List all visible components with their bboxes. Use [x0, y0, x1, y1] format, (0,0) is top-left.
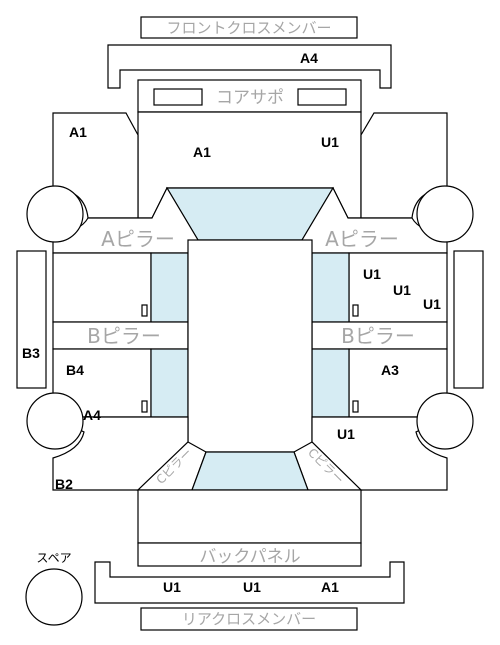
grade-left-rear-door: B4: [66, 362, 84, 378]
left-rear-door-handle: [141, 400, 148, 413]
grade-rear-cross-1: U1: [163, 579, 181, 595]
right-front-window: [311, 252, 350, 323]
front-cross-member-box: [140, 16, 358, 39]
grade-rear-pillar-right-3: U1: [423, 296, 441, 312]
grade-rear-cross-2: U1: [243, 579, 261, 595]
b-pillar-right-label: Bピラー: [341, 324, 415, 348]
left-front-window: [150, 252, 189, 323]
left-rear-window: [150, 348, 189, 418]
rear-cross-member-box: [140, 607, 358, 631]
left-front-door: [52, 252, 152, 323]
rear-window: [191, 451, 309, 491]
left-front-door-handle: [141, 304, 148, 317]
b-pillar-left: [52, 321, 189, 350]
spare-tire: [25, 568, 83, 626]
a-pillar-right-label: Aピラー: [325, 227, 399, 251]
spare-label: スペア: [36, 551, 71, 565]
grade-right-rear-door: A3: [381, 362, 399, 378]
rear-right-wheel: [416, 392, 474, 450]
grade-rear-cross-3: A1: [321, 579, 339, 595]
right-front-door: [348, 252, 448, 323]
back-panel-label: バックパネル: [199, 547, 300, 567]
left-rocker: [16, 250, 47, 389]
front-left-wheel: [26, 185, 84, 243]
a-pillar-left-label: Aピラー: [101, 227, 175, 251]
grade-rear-pillar-right-1: U1: [363, 266, 381, 282]
trunk: [137, 489, 362, 544]
rear-cross-member-label: リアクロスメンバー: [182, 610, 316, 628]
right-rear-window: [311, 348, 350, 418]
grade-left-rocker: B3: [22, 345, 40, 361]
front-cross-member: [107, 44, 392, 89]
right-front-door-handle: [352, 304, 359, 317]
grade-rear-pillar-right-2: U1: [393, 282, 411, 298]
core-support-right-slot: [297, 88, 347, 106]
grade-left-rear-fender: B2: [55, 476, 73, 492]
grade-core-left: A1: [193, 144, 211, 160]
back-panel: [137, 542, 362, 567]
grade-core-right: U1: [321, 134, 339, 150]
rear-left-wheel: [26, 392, 84, 450]
front-cross-member-label: フロントクロスメンバー: [166, 19, 331, 37]
grade-right-rear-quarter: U1: [337, 426, 355, 442]
b-pillar-left-label: Bピラー: [87, 324, 161, 348]
right-rocker: [453, 250, 484, 389]
grade-left-rear-quarter: A4: [83, 407, 101, 423]
core-support-left-slot: [153, 88, 203, 106]
front-right-wheel: [416, 185, 474, 243]
grade-front-left-fender: A1: [69, 124, 87, 140]
grade-front-cross-member: A4: [300, 50, 318, 66]
roof: [187, 239, 313, 453]
right-rear-door-handle: [352, 400, 359, 413]
rear-cross-member: [94, 561, 405, 604]
core-support-label: コアサポ: [216, 88, 284, 108]
b-pillar-right: [311, 321, 448, 350]
